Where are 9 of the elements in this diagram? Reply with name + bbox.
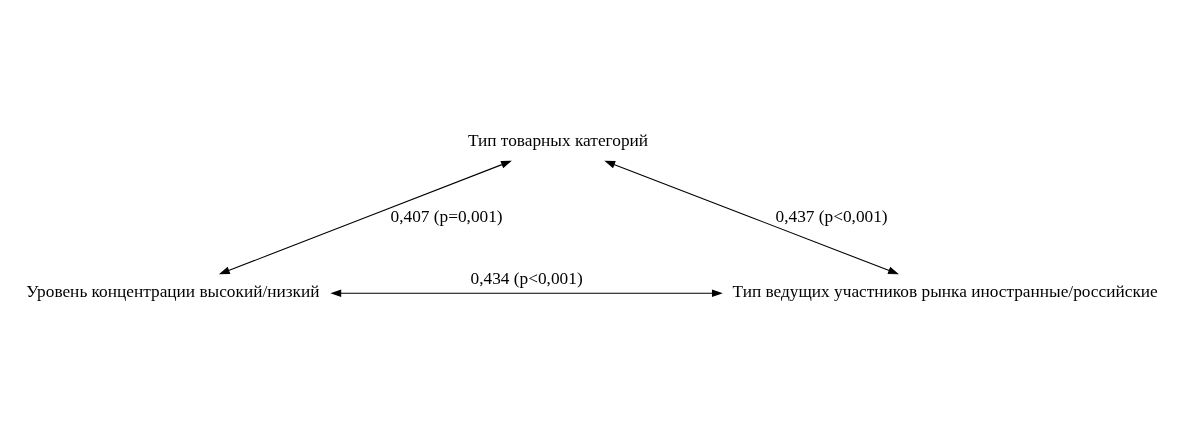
edge-label: 0,407 (p=0,001) <box>390 206 503 226</box>
arrow <box>604 160 899 275</box>
arrow <box>218 160 512 275</box>
edge-label: 0,434 (p<0,001) <box>470 269 583 289</box>
arrow <box>330 289 723 297</box>
node-text: Тип товарных категорий <box>467 130 649 150</box>
node-text: Тип ведущих участников рынка иностранные/российские <box>732 282 1158 302</box>
node-text: Уровень концентрации высокий/низкий <box>26 282 320 302</box>
edge-label: 0,437 (p<0,001) <box>775 206 888 226</box>
